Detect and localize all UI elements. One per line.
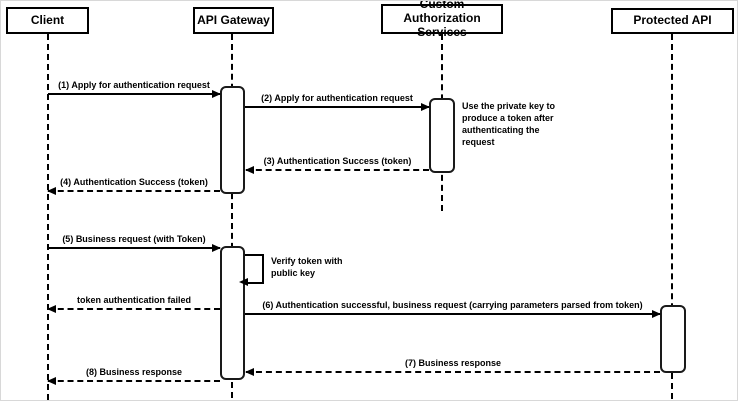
actor-client: Client	[6, 7, 89, 34]
arrowhead-right-icon	[212, 244, 221, 252]
self-message-verify-token: Verify token with public key	[239, 254, 343, 286]
lifeline-protected-api	[671, 34, 673, 399]
message-6-line	[245, 313, 660, 315]
arrowhead-left-icon	[245, 166, 254, 174]
message-5-line	[48, 247, 220, 249]
self-message-loop-line	[245, 254, 264, 284]
arrowhead-right-icon	[421, 103, 430, 111]
actor-client-label: Client	[30, 12, 65, 27]
arrowhead-left-icon	[47, 187, 56, 195]
message-token-auth-failed-label: token authentication failed	[76, 295, 191, 305]
actor-custom-authorization-services: Custom Authorization Services	[381, 1, 503, 39]
message-token-auth-failed-line	[48, 308, 220, 310]
message-8-label: (8) Business response	[85, 367, 183, 377]
message-2-line	[245, 106, 429, 108]
activation-protected-api	[660, 305, 686, 373]
message-1-line	[48, 93, 220, 95]
actor-api-gateway-label: API Gateway	[197, 12, 270, 27]
message-3-label: (3) Authentication Success (token)	[263, 156, 412, 166]
actor-protected-api-label: Protected API	[633, 13, 712, 28]
message-3-line	[246, 169, 429, 171]
activation-custom-authorization-services	[429, 98, 455, 173]
arrowhead-left-icon	[239, 278, 248, 286]
arrowhead-left-icon	[47, 377, 56, 385]
actor-api-gateway: API Gateway	[193, 7, 274, 34]
message-1-label: (1) Apply for authentication request	[58, 80, 210, 90]
lifeline-api-gateway	[231, 34, 233, 398]
message-8-line	[48, 380, 220, 382]
message-4-label: (4) Authentication Success (token)	[60, 177, 208, 187]
arrowhead-right-icon	[212, 90, 221, 98]
message-7-label: (7) Business response	[404, 358, 502, 368]
note-private-key: Use the private key to produce a token a…	[462, 101, 556, 148]
arrowhead-right-icon	[652, 310, 661, 318]
lifeline-client	[47, 34, 49, 400]
activation-api-gateway-1	[220, 86, 245, 194]
self-message-verify-token-label: Verify token with public key	[271, 256, 343, 279]
arrowhead-left-icon	[47, 305, 56, 313]
arrowhead-left-icon	[245, 368, 254, 376]
message-5-label: (5) Business request (with Token)	[62, 234, 206, 244]
activation-api-gateway-2	[220, 246, 245, 380]
message-4-line	[48, 190, 220, 192]
message-6-label: (6) Authentication successful, business …	[262, 300, 643, 310]
message-7-line	[246, 371, 660, 373]
message-2-label: (2) Apply for authentication request	[261, 93, 413, 103]
actor-custom-authorization-services-label: Custom Authorization Services	[403, 0, 481, 39]
actor-protected-api: Protected API	[611, 8, 734, 34]
